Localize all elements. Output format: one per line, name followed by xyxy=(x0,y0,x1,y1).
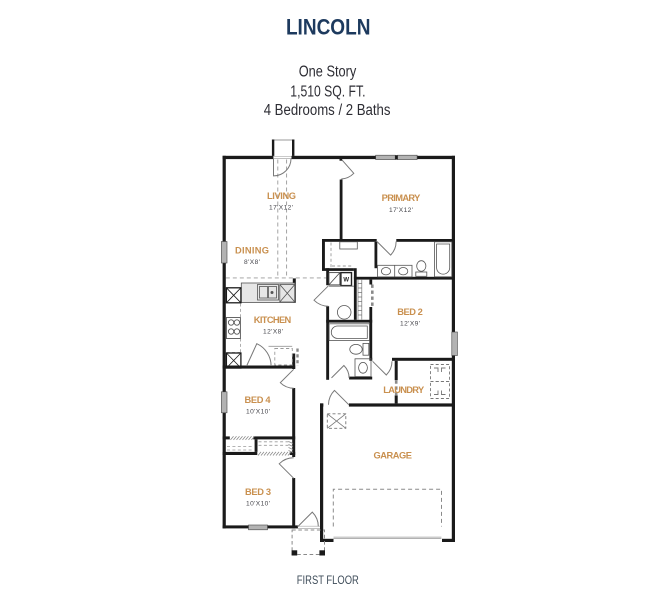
svg-text:12'X9': 12'X9' xyxy=(400,320,420,327)
svg-text:8'X8': 8'X8' xyxy=(244,259,260,266)
svg-text:10'X10': 10'X10' xyxy=(246,501,270,508)
svg-text:GARAGE: GARAGE xyxy=(373,451,412,461)
svg-text:17'X12': 17'X12' xyxy=(389,207,413,214)
svg-text:FIRST FLOOR: FIRST FLOOR xyxy=(297,573,359,587)
svg-text:10'X10': 10'X10' xyxy=(246,408,270,415)
svg-text:W: W xyxy=(343,278,349,284)
svg-text:One Story: One Story xyxy=(299,64,357,81)
svg-text:BED 3: BED 3 xyxy=(245,487,271,497)
svg-text:DINING: DINING xyxy=(235,246,269,256)
svg-text:LIVING: LIVING xyxy=(267,191,296,201)
svg-text:12'X8': 12'X8' xyxy=(263,329,283,336)
svg-text:LAUNDRY: LAUNDRY xyxy=(383,385,425,395)
svg-text:17'X12': 17'X12' xyxy=(269,204,293,211)
svg-text:1,510 SQ. FT.: 1,510 SQ. FT. xyxy=(290,84,365,101)
svg-text:KITCHEN: KITCHEN xyxy=(254,315,292,325)
svg-text:PRIMARY: PRIMARY xyxy=(382,193,421,203)
svg-text:BED 4: BED 4 xyxy=(245,395,272,405)
svg-text:LINCOLN: LINCOLN xyxy=(286,15,371,40)
svg-text:4 Bedrooms / 2 Baths: 4 Bedrooms / 2 Baths xyxy=(264,102,391,119)
svg-text:BED 2: BED 2 xyxy=(397,307,423,317)
